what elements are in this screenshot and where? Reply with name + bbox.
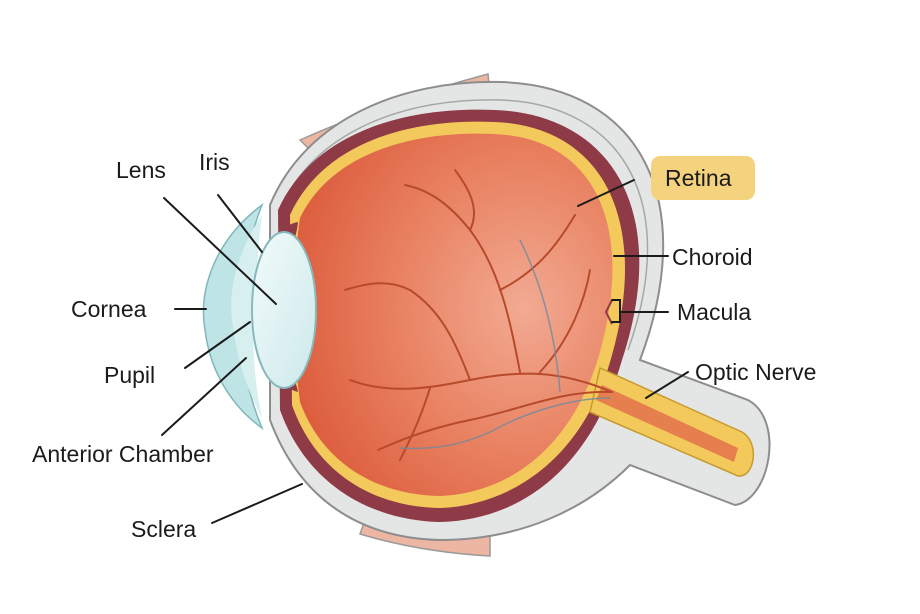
label-sclera: Sclera — [131, 516, 196, 542]
retinal-veins — [399, 239, 611, 450]
anterior-chamber — [231, 215, 262, 418]
lens — [251, 231, 317, 389]
label-anterior-chamber: Anterior Chamber — [32, 441, 214, 467]
label-iris: Iris — [199, 149, 230, 175]
blood-vessels — [344, 169, 613, 461]
label-retina: Retina — [665, 165, 732, 191]
sclera-inner-line — [281, 99, 649, 351]
vitreous-body — [294, 133, 613, 496]
label-choroid: Choroid — [672, 244, 753, 270]
label-pupil: Pupil — [104, 362, 155, 388]
label-optic-nerve: Optic Nerve — [695, 359, 816, 385]
leader-lines — [161, 179, 689, 524]
macula-mark — [604, 299, 613, 325]
label-cornea: Cornea — [71, 296, 147, 322]
label-lens: Lens — [116, 157, 166, 183]
retina-highlight — [651, 156, 755, 200]
optic-nerve-core — [596, 385, 738, 462]
labels: Lens Iris Cornea Pupil Anterior Chamber … — [32, 149, 816, 542]
label-macula: Macula — [677, 299, 751, 325]
